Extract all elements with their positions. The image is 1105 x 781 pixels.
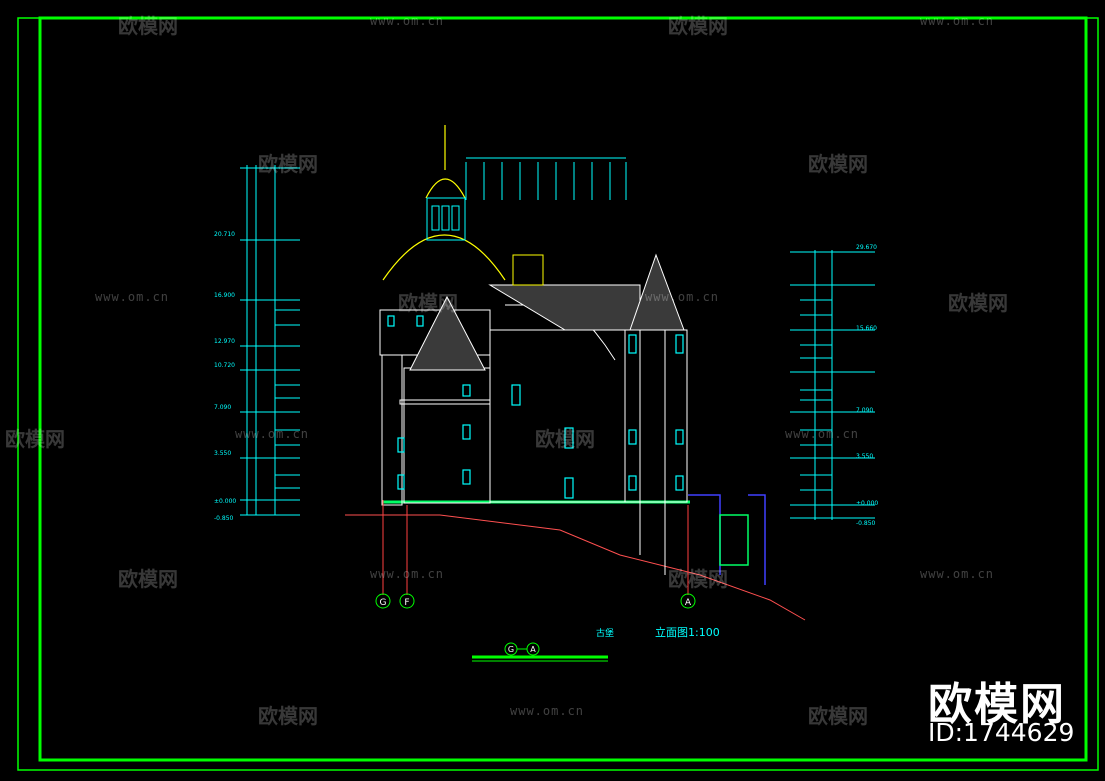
- drawing-note: 古堡: [596, 627, 614, 639]
- left-level-6: 3.550: [214, 450, 231, 457]
- watermark-brand: 欧模网: [668, 567, 728, 591]
- left-level-5: 7.090: [214, 404, 231, 411]
- watermark-brand: 欧模网: [258, 152, 318, 176]
- watermark-url: www.om.cn: [920, 14, 995, 28]
- left-level-top: 20.710: [214, 231, 235, 238]
- right-tower: [624, 329, 688, 575]
- central-dome: [382, 125, 506, 281]
- left-tower-roof: [409, 295, 486, 371]
- chimney: [512, 254, 544, 286]
- right-level-4: 3.550: [856, 453, 873, 460]
- watermark-url: www.om.cn: [370, 567, 445, 581]
- left-level-3: 12.970: [214, 338, 235, 345]
- watermark-url: www.om.cn: [920, 567, 995, 581]
- axis-bubbles: [375, 593, 696, 609]
- asset-id: ID:1744629: [928, 718, 1075, 747]
- lantern: [426, 197, 466, 241]
- watermark-brand: 欧模网: [668, 14, 728, 38]
- inner-frame: [38, 16, 1088, 762]
- right-tower-windows: [628, 334, 684, 491]
- central-roof: [488, 284, 641, 331]
- watermark-brand: 欧模网: [258, 704, 318, 728]
- right-dimension-column: [790, 250, 875, 520]
- axis-lines: [382, 500, 689, 595]
- left-tower-windows: [387, 315, 471, 490]
- right-level-ground: ±0.000: [856, 500, 878, 507]
- watermark-brand: 欧模网: [948, 291, 1008, 315]
- retaining-wall: [688, 494, 766, 585]
- left-level-2: 16.900: [214, 292, 235, 299]
- watermark-url: www.om.cn: [370, 14, 445, 28]
- right-level-3: 7.090: [856, 407, 873, 414]
- axis-g-label: G: [380, 598, 387, 608]
- watermark-brand: 欧模网: [5, 427, 65, 451]
- title-axis-to: A: [530, 645, 536, 654]
- left-level-4: 10.720: [214, 362, 235, 369]
- watermark-brand: 欧模网: [808, 152, 868, 176]
- top-dimension-strip: [465, 157, 627, 200]
- watermark-url: www.om.cn: [235, 427, 310, 441]
- terrain-line: [345, 514, 806, 621]
- central-facade: [489, 304, 626, 503]
- left-level-below: -0.850: [214, 515, 234, 522]
- watermark-brand: 欧模网: [535, 427, 595, 451]
- drawing-scale: 立面图1:100: [655, 625, 720, 639]
- watermark-brand: 欧模网: [118, 14, 178, 38]
- title-axis-from: G: [508, 645, 514, 654]
- left-dimension-column: [240, 165, 300, 516]
- right-level-2: 15.660: [856, 325, 877, 332]
- brand-logo-text: 欧模网: [928, 679, 1066, 730]
- axis-a-label: A: [685, 598, 692, 608]
- right-level-below: -0.850: [856, 520, 876, 527]
- watermark-brand: 欧模网: [118, 567, 178, 591]
- left-level-ground: ±0.000: [214, 498, 236, 505]
- watermark-url: www.om.cn: [785, 427, 860, 441]
- watermark-url: www.om.cn: [95, 290, 170, 304]
- watermark-brand: 欧模网: [808, 704, 868, 728]
- right-level-top: 29.670: [856, 244, 877, 251]
- axis-f-label: F: [404, 598, 409, 608]
- central-windows: [511, 384, 574, 499]
- watermark-url: www.om.cn: [510, 704, 585, 718]
- watermark-brand: 欧模网: [398, 291, 458, 315]
- title-axis-marker: [472, 642, 608, 662]
- watermark-url: www.om.cn: [645, 290, 720, 304]
